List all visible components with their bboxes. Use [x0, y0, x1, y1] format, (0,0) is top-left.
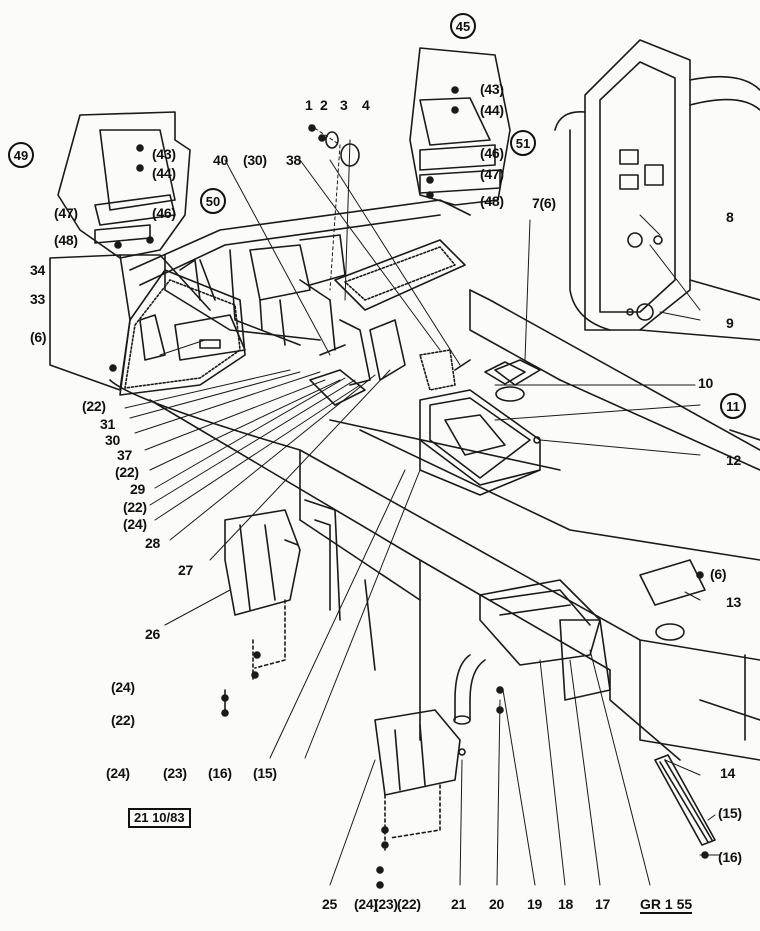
label-22-b: (22) — [115, 464, 139, 480]
cover-plate-7 — [495, 360, 540, 385]
console-housing — [420, 362, 540, 495]
label-27: 27 — [178, 562, 193, 578]
label-2: 2 — [320, 97, 328, 113]
label-20: 20 — [489, 896, 504, 912]
sheet-reference: GR 1 55 — [640, 896, 693, 914]
cover-plate-13 — [640, 560, 705, 605]
label-15-b: (15) — [718, 805, 742, 821]
label-24-a: (24) — [123, 516, 147, 532]
label-30: 30 — [105, 432, 120, 448]
label-22-e: (22) — [397, 896, 421, 912]
label-44-right: (44) — [480, 102, 504, 118]
label-28: 28 — [145, 535, 160, 551]
label-40: 40 — [213, 152, 228, 168]
label-26: 26 — [145, 626, 160, 642]
callout-51: 51 — [510, 130, 536, 156]
heater-duct — [454, 580, 610, 724]
callout-49: 49 — [8, 142, 34, 168]
inset-left — [50, 112, 210, 390]
label-7-6: 7(6) — [532, 195, 556, 211]
label-48-right: (48) — [480, 193, 504, 209]
label-21: 21 — [451, 896, 466, 912]
label-19: 19 — [527, 896, 542, 912]
inset-right — [410, 48, 510, 205]
fasteners — [110, 87, 708, 888]
label-46-left: (46) — [152, 205, 176, 221]
date-stamp: 21 10/83 — [128, 808, 191, 829]
cab-floor — [110, 290, 760, 760]
label-24-d: (24) — [354, 896, 378, 912]
label-8: 8 — [726, 209, 734, 225]
label-13: 13 — [726, 594, 741, 610]
label-30-top: (30) — [243, 152, 267, 168]
label-12: 12 — [726, 452, 741, 468]
bracket-25 — [375, 710, 465, 850]
label-16-b: (16) — [718, 849, 742, 865]
label-23-b: (23) — [374, 896, 398, 912]
label-25: 25 — [322, 896, 337, 912]
label-33: 33 — [30, 291, 45, 307]
cab-side-panel — [555, 40, 760, 340]
label-10: 10 — [698, 375, 713, 391]
label-6-left: (6) — [30, 329, 47, 345]
label-16-a: (16) — [208, 765, 232, 781]
label-37: 37 — [117, 447, 132, 463]
label-47-left: (47) — [54, 205, 78, 221]
label-22-c: (22) — [123, 499, 147, 515]
label-47-right: (47) — [480, 166, 504, 182]
label-44-left: (44) — [152, 165, 176, 181]
label-46-right: (46) — [480, 145, 504, 161]
label-4: 4 — [362, 97, 370, 113]
label-22-a: (22) — [82, 398, 106, 414]
label-38: 38 — [286, 152, 301, 168]
label-24-c: (24) — [106, 765, 130, 781]
label-43-right: (43) — [480, 81, 504, 97]
label-31: 31 — [100, 416, 115, 432]
callout-45: 45 — [450, 13, 476, 39]
label-34: 34 — [30, 262, 45, 278]
dashboard-cowl — [130, 200, 470, 350]
label-6-right: (6) — [710, 566, 727, 582]
left-floor-mat — [120, 270, 245, 395]
label-9: 9 — [726, 315, 734, 331]
duct-14 — [655, 755, 715, 845]
label-23-a: (23) — [163, 765, 187, 781]
label-17: 17 — [595, 896, 610, 912]
label-18: 18 — [558, 896, 573, 912]
label-3: 3 — [340, 97, 348, 113]
label-22-d: (22) — [111, 712, 135, 728]
label-24-b: (24) — [111, 679, 135, 695]
callout-50: 50 — [200, 188, 226, 214]
label-43-left: (43) — [152, 146, 176, 162]
right-floor-mat — [335, 240, 465, 310]
label-48-left: (48) — [54, 232, 78, 248]
bracket-26 — [225, 510, 300, 715]
label-29: 29 — [130, 481, 145, 497]
label-14: 14 — [720, 765, 735, 781]
callout-11: 11 — [720, 393, 746, 419]
side-shields — [310, 320, 470, 405]
label-1: 1 — [305, 97, 313, 113]
leader-lines — [125, 125, 720, 885]
label-15-a: (15) — [253, 765, 277, 781]
